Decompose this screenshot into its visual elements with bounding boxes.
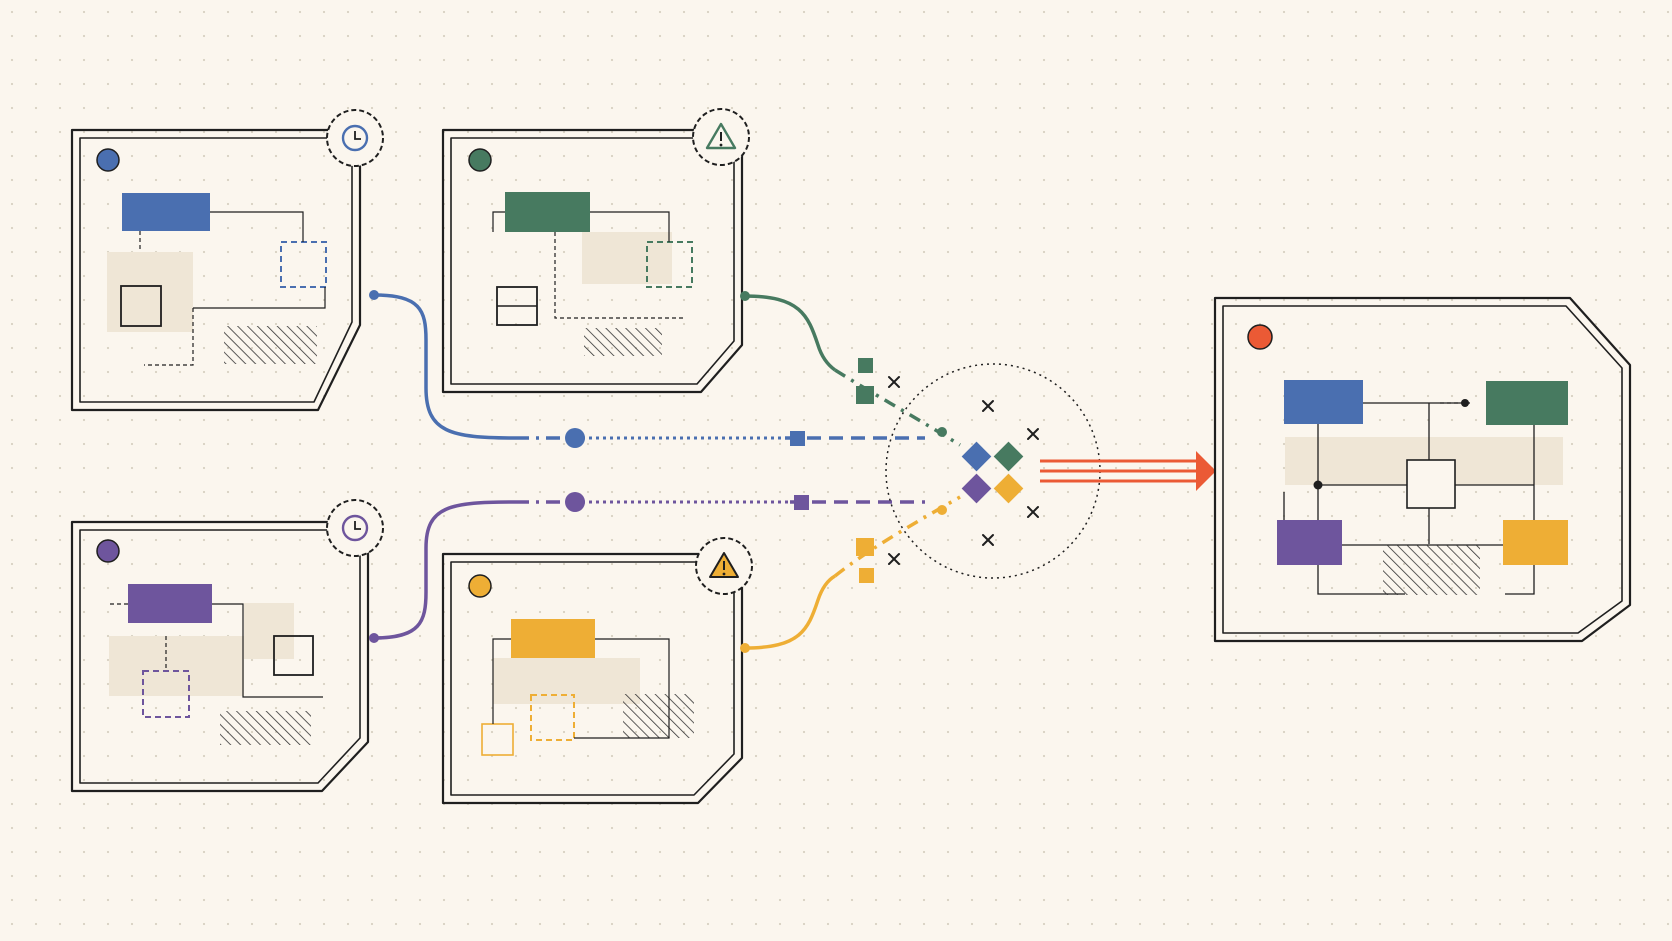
content-block-purple	[128, 584, 212, 623]
content-block-green	[505, 192, 590, 232]
dashed-slot-yellow	[530, 694, 575, 741]
rejected-x-icon	[1027, 428, 1039, 440]
diamond-purple-icon	[961, 473, 992, 504]
panel-blue[interactable]	[70, 109, 384, 412]
rejected-x-icon	[888, 376, 900, 388]
result-block-yellow	[1503, 520, 1568, 565]
diamond-yellow-icon	[993, 473, 1024, 504]
dashed-slot-purple	[142, 670, 190, 718]
content-box	[120, 285, 162, 327]
rejected-x-icon	[888, 553, 900, 565]
panel-green[interactable]	[441, 108, 750, 394]
hatched-area	[224, 326, 317, 364]
panel-purple-outer	[70, 520, 370, 793]
hatched-area	[584, 328, 662, 356]
hatched-area	[220, 711, 311, 745]
diamond-blue-icon	[961, 441, 992, 472]
placeholder-area	[244, 603, 294, 659]
rejected-x-icon	[1027, 506, 1039, 518]
connector-yellow	[740, 495, 961, 653]
panel-blue-inner	[79, 137, 353, 403]
placeholder-area	[493, 658, 640, 704]
result-block-green	[1486, 381, 1568, 425]
warning-icon	[692, 108, 750, 166]
placeholder-area	[107, 252, 193, 332]
connector-purple	[369, 492, 925, 643]
content-box	[481, 723, 514, 756]
dashed-slot-blue	[280, 241, 327, 288]
panel-yellow-inner	[450, 561, 735, 796]
panel-green-inner	[450, 137, 735, 385]
content-block-blue	[122, 193, 210, 231]
result-panel[interactable]	[1213, 296, 1632, 643]
panel-purple[interactable]	[70, 499, 384, 793]
rejected-x-icon	[982, 534, 994, 546]
placeholder-area	[582, 232, 672, 284]
placeholder-area	[109, 636, 244, 696]
content-box	[273, 635, 314, 676]
connector-blue	[369, 290, 925, 448]
hatched-area	[623, 694, 694, 738]
warning-icon	[695, 537, 753, 595]
diamond-green-icon	[993, 441, 1024, 472]
result-block-purple	[1277, 520, 1342, 565]
clock-icon	[326, 109, 384, 167]
result-block-blue	[1284, 380, 1363, 424]
content-box	[1406, 459, 1456, 509]
result-panel-inner	[1222, 305, 1623, 634]
status-dot-blue	[96, 148, 120, 172]
status-dot-yellow	[468, 574, 492, 598]
result-panel-outer	[1213, 296, 1632, 643]
connector-green	[740, 291, 961, 447]
content-block-yellow	[511, 619, 595, 658]
panel-yellow-outer	[441, 552, 744, 805]
panel-blue-outer	[70, 128, 362, 412]
panel-yellow[interactable]	[441, 537, 753, 805]
hatched-area	[1383, 545, 1480, 595]
panel-green-outer	[441, 128, 744, 394]
status-dot-orange	[1247, 324, 1273, 350]
rejected-x-icon	[982, 400, 994, 412]
panel-purple-inner	[79, 529, 361, 784]
status-dot-purple	[96, 539, 120, 563]
status-dot-green	[468, 148, 492, 172]
triple-arrow-icon	[1040, 451, 1216, 491]
clock-icon	[326, 499, 384, 557]
